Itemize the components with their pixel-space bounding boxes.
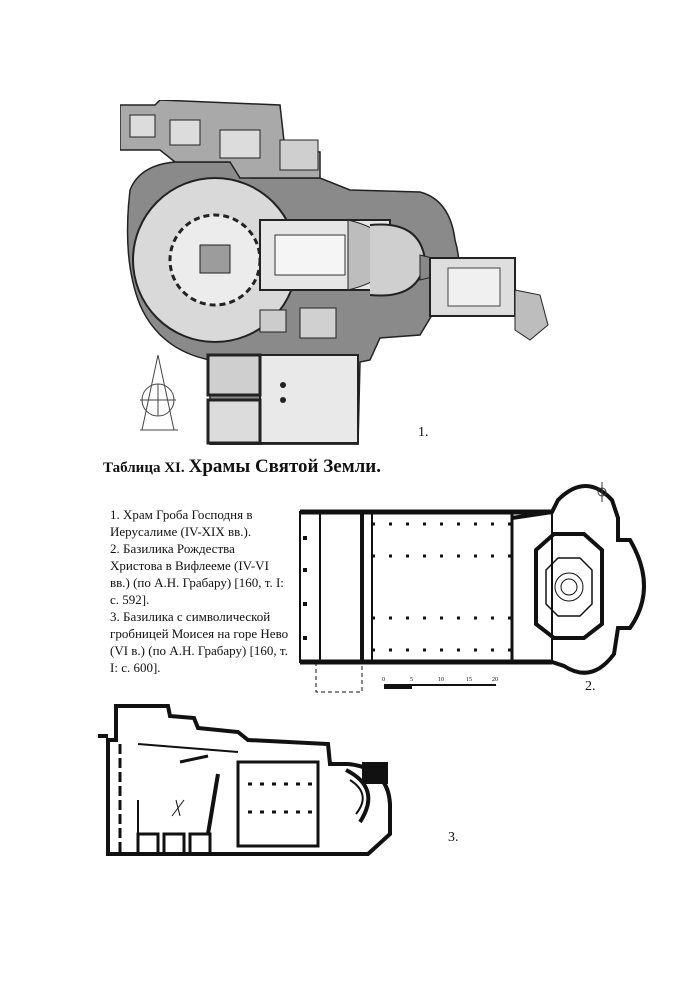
scale-tick: 10 bbox=[438, 677, 444, 683]
scale-tick: 20 bbox=[492, 677, 498, 683]
caption-item: 2. Базилика Рождества Христова в Вифлеем… bbox=[110, 541, 284, 607]
scale-tick: 15 bbox=[466, 677, 472, 683]
title-main: Храмы Святой Земли. bbox=[188, 456, 382, 477]
figure-number-3: 3. bbox=[448, 830, 459, 845]
figure-number-1: 1. bbox=[418, 425, 429, 440]
plan-mount-nebo-basilica bbox=[98, 704, 392, 856]
caption-block: 1. Храм Гроба Господня в Иерусалиме (IV-… bbox=[110, 506, 290, 676]
scale-tick: 0 bbox=[382, 677, 385, 683]
figure-number-2: 2. bbox=[585, 679, 596, 694]
caption-item: 3. Базилика с символической гробницей Мо… bbox=[110, 609, 289, 675]
plan-holy-sepulchre bbox=[120, 100, 549, 445]
page-title: Таблица XI. Храмы Святой Земли. bbox=[103, 456, 381, 478]
plan-nativity-basilica: 0 5 10 15 20 bbox=[299, 482, 646, 693]
scale-tick: 5 bbox=[410, 677, 413, 683]
caption-item: 1. Храм Гроба Господня в Иерусалиме (IV-… bbox=[110, 507, 253, 539]
title-prefix: Таблица XI. bbox=[103, 460, 185, 476]
